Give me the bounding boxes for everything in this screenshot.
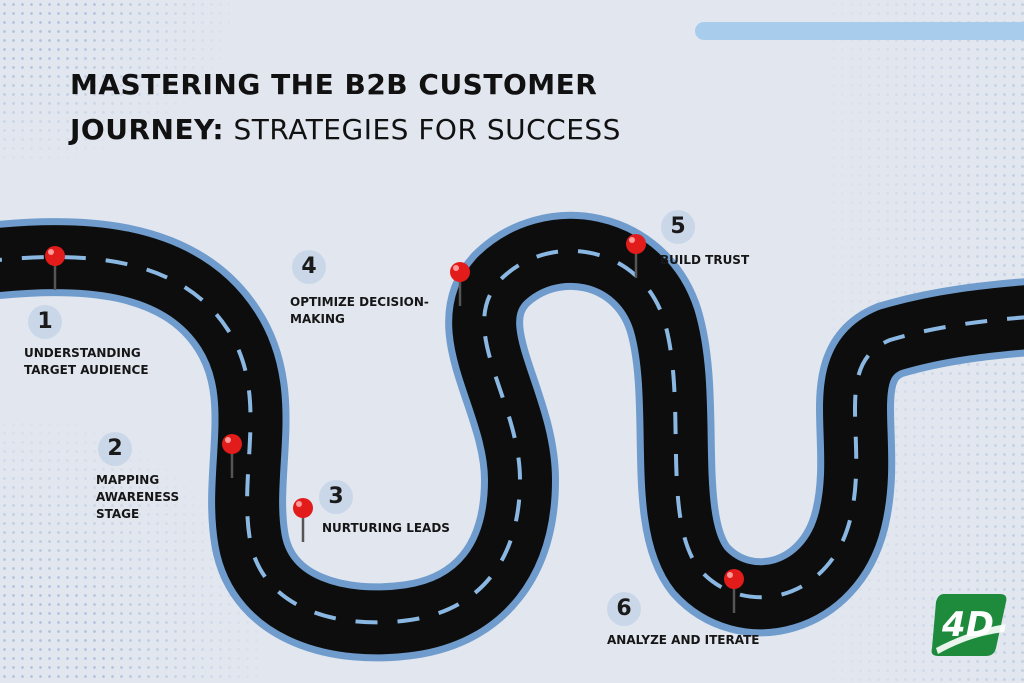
pin-1: [45, 246, 65, 290]
stage-3-label: NURTURING LEADS: [322, 521, 450, 535]
stage-2-label: MAPPING AWARENESS STAGE: [96, 473, 180, 521]
stage-1-number: 1: [28, 305, 62, 339]
accent-bar: [695, 22, 1024, 40]
page-title: MASTERING THE B2B CUSTOMER JOURNEY: STRA…: [70, 62, 621, 152]
stage-4-label: OPTIMIZE DECISION- MAKING: [290, 295, 429, 326]
pin-3: [293, 498, 313, 542]
stage-6-number: 6: [607, 592, 641, 626]
pin-2: [222, 434, 242, 478]
stage-3-number: 3: [319, 480, 353, 514]
stage-5-number: 5: [661, 210, 695, 244]
stage-4-number: 4: [292, 250, 326, 284]
brand-logo: 4D: [931, 594, 1007, 656]
title-line1: MASTERING THE B2B CUSTOMER: [70, 68, 598, 101]
stage-2-number: 2: [98, 432, 132, 466]
logo-text: 4D: [941, 605, 994, 645]
pin-4: [450, 262, 470, 306]
pin-6: [724, 569, 744, 613]
title-line2-regular: STRATEGIES FOR SUCCESS: [224, 113, 621, 146]
pin-5: [626, 234, 646, 278]
stage-5-label: BUILD TRUST: [660, 253, 750, 267]
stage-6-label: ANALYZE AND ITERATE: [607, 633, 760, 647]
title-line2-bold: JOURNEY:: [70, 113, 225, 146]
stage-1-label: UNDERSTANDING TARGET AUDIENCE: [24, 346, 149, 377]
